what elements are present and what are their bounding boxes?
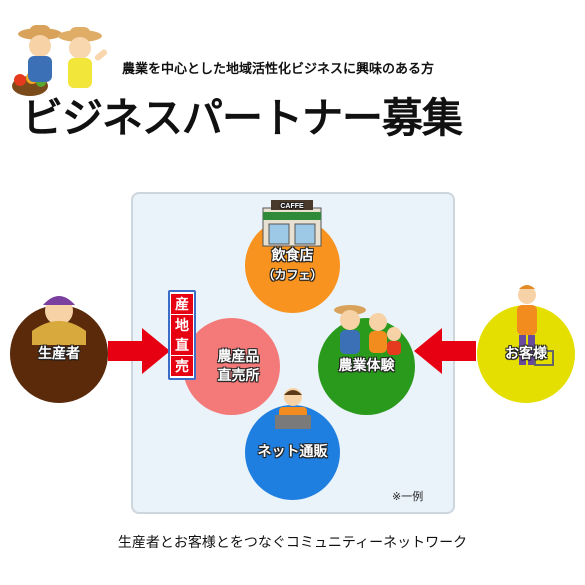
example-note: ※一例	[392, 490, 424, 503]
flag-char: 地	[171, 314, 193, 335]
customer-label: お客様	[505, 345, 547, 362]
cafe-storefront-icon: CAFFE	[262, 200, 322, 247]
header-subtitle: 農業を中心とした地域活性化ビジネスに興味のある方	[122, 62, 435, 77]
producer-label: 生産者	[38, 345, 80, 362]
arrow-right-icon	[108, 328, 170, 374]
farmer-couple-illustration	[12, 25, 108, 96]
farm-experience-label: 農業体験	[338, 358, 395, 375]
flag-char: 売	[171, 355, 193, 376]
farm-experience-circle: 農業体験	[318, 305, 415, 415]
arrow-left-icon	[414, 328, 476, 374]
producer-circle: 生産者	[10, 296, 108, 403]
shopper-icon	[517, 285, 554, 366]
cafe-circle: CAFFE 飲食店 （カフェ）	[245, 200, 340, 313]
page-title: ビジネスパートナー募集	[22, 94, 463, 142]
flag-char: 産	[171, 294, 193, 315]
direct-sales-circle: 農産品 直売所	[183, 318, 280, 415]
cafe-sub-label: （カフェ）	[262, 267, 323, 282]
customer-circle: お客様	[477, 285, 575, 403]
flag-char: 直	[171, 335, 193, 356]
online-shop-label: ネット通販	[257, 444, 328, 461]
farmer-icon	[32, 296, 86, 345]
banner-flag-icon: 産 地 直 売	[168, 290, 196, 380]
cafe-label: 飲食店	[271, 248, 314, 265]
direct-sales-label-1: 農産品	[217, 349, 260, 366]
direct-sales-label-2: 直売所	[217, 367, 260, 384]
online-shop-circle: ネット通販	[245, 388, 340, 500]
laptop-user-icon	[275, 388, 311, 429]
cafe-sign-text: CAFFE	[280, 203, 304, 210]
family-farmers-icon	[334, 305, 401, 355]
footer-caption: 生産者とお客様とをつなぐコミュニティーネットワーク	[117, 535, 468, 551]
